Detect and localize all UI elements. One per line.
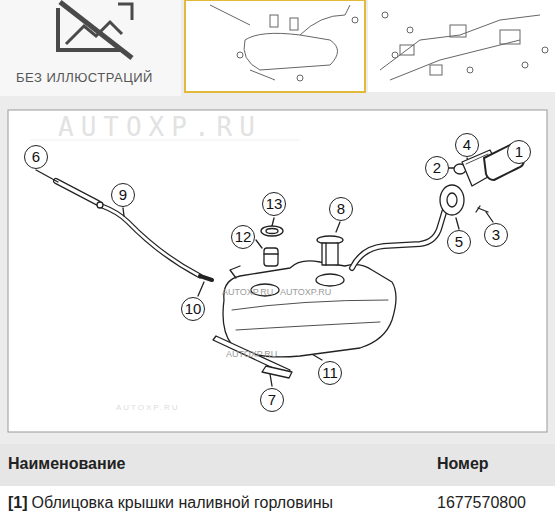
- table-header: [0, 444, 555, 486]
- no-image-icon: [58, 2, 132, 58]
- thumbnail: [185, 0, 365, 92]
- callout-number: 8: [329, 197, 353, 221]
- panel: [0, 0, 181, 96]
- thumbnail-sketch: [380, 12, 548, 80]
- callout-number: 9: [111, 183, 135, 207]
- callout-number: 3: [484, 223, 508, 247]
- table-row: [0, 486, 555, 512]
- watermark: AUTOXP.RU: [116, 403, 180, 412]
- callout-number: 6: [24, 145, 48, 169]
- callout-number: 11: [318, 361, 342, 385]
- thumbnail-sketch: [210, 5, 358, 81]
- table-header: Номер: [437, 455, 489, 473]
- thumbnail: [368, 0, 555, 92]
- table-header: Наименование: [8, 455, 125, 473]
- callout-number: 12: [231, 225, 255, 249]
- table-cell: 1677570800: [437, 494, 526, 512]
- callout-number: 4: [455, 133, 479, 157]
- watermark: AUTOXP.RU: [222, 287, 273, 297]
- table-cell: [1]: [8, 494, 28, 512]
- callout-number: 1: [507, 140, 531, 164]
- table-cell: Облицовка крышки наливной горловины: [32, 494, 333, 512]
- watermark: AUTOXP.RU: [58, 112, 262, 142]
- watermark: AUTOXP.RU: [226, 349, 277, 359]
- callout-number: 2: [425, 156, 449, 180]
- callout-number: 10: [181, 297, 205, 321]
- callout-number: 7: [260, 388, 284, 412]
- callout-number: 5: [447, 230, 471, 254]
- callout-number: 13: [262, 192, 286, 216]
- watermark: AUTOXP.RU: [280, 287, 331, 297]
- parts: [36, 144, 524, 386]
- placeholder-caption: БЕЗ ИЛЛЮСТРАЦИЙ: [16, 70, 153, 85]
- diagram-frame: [8, 110, 547, 432]
